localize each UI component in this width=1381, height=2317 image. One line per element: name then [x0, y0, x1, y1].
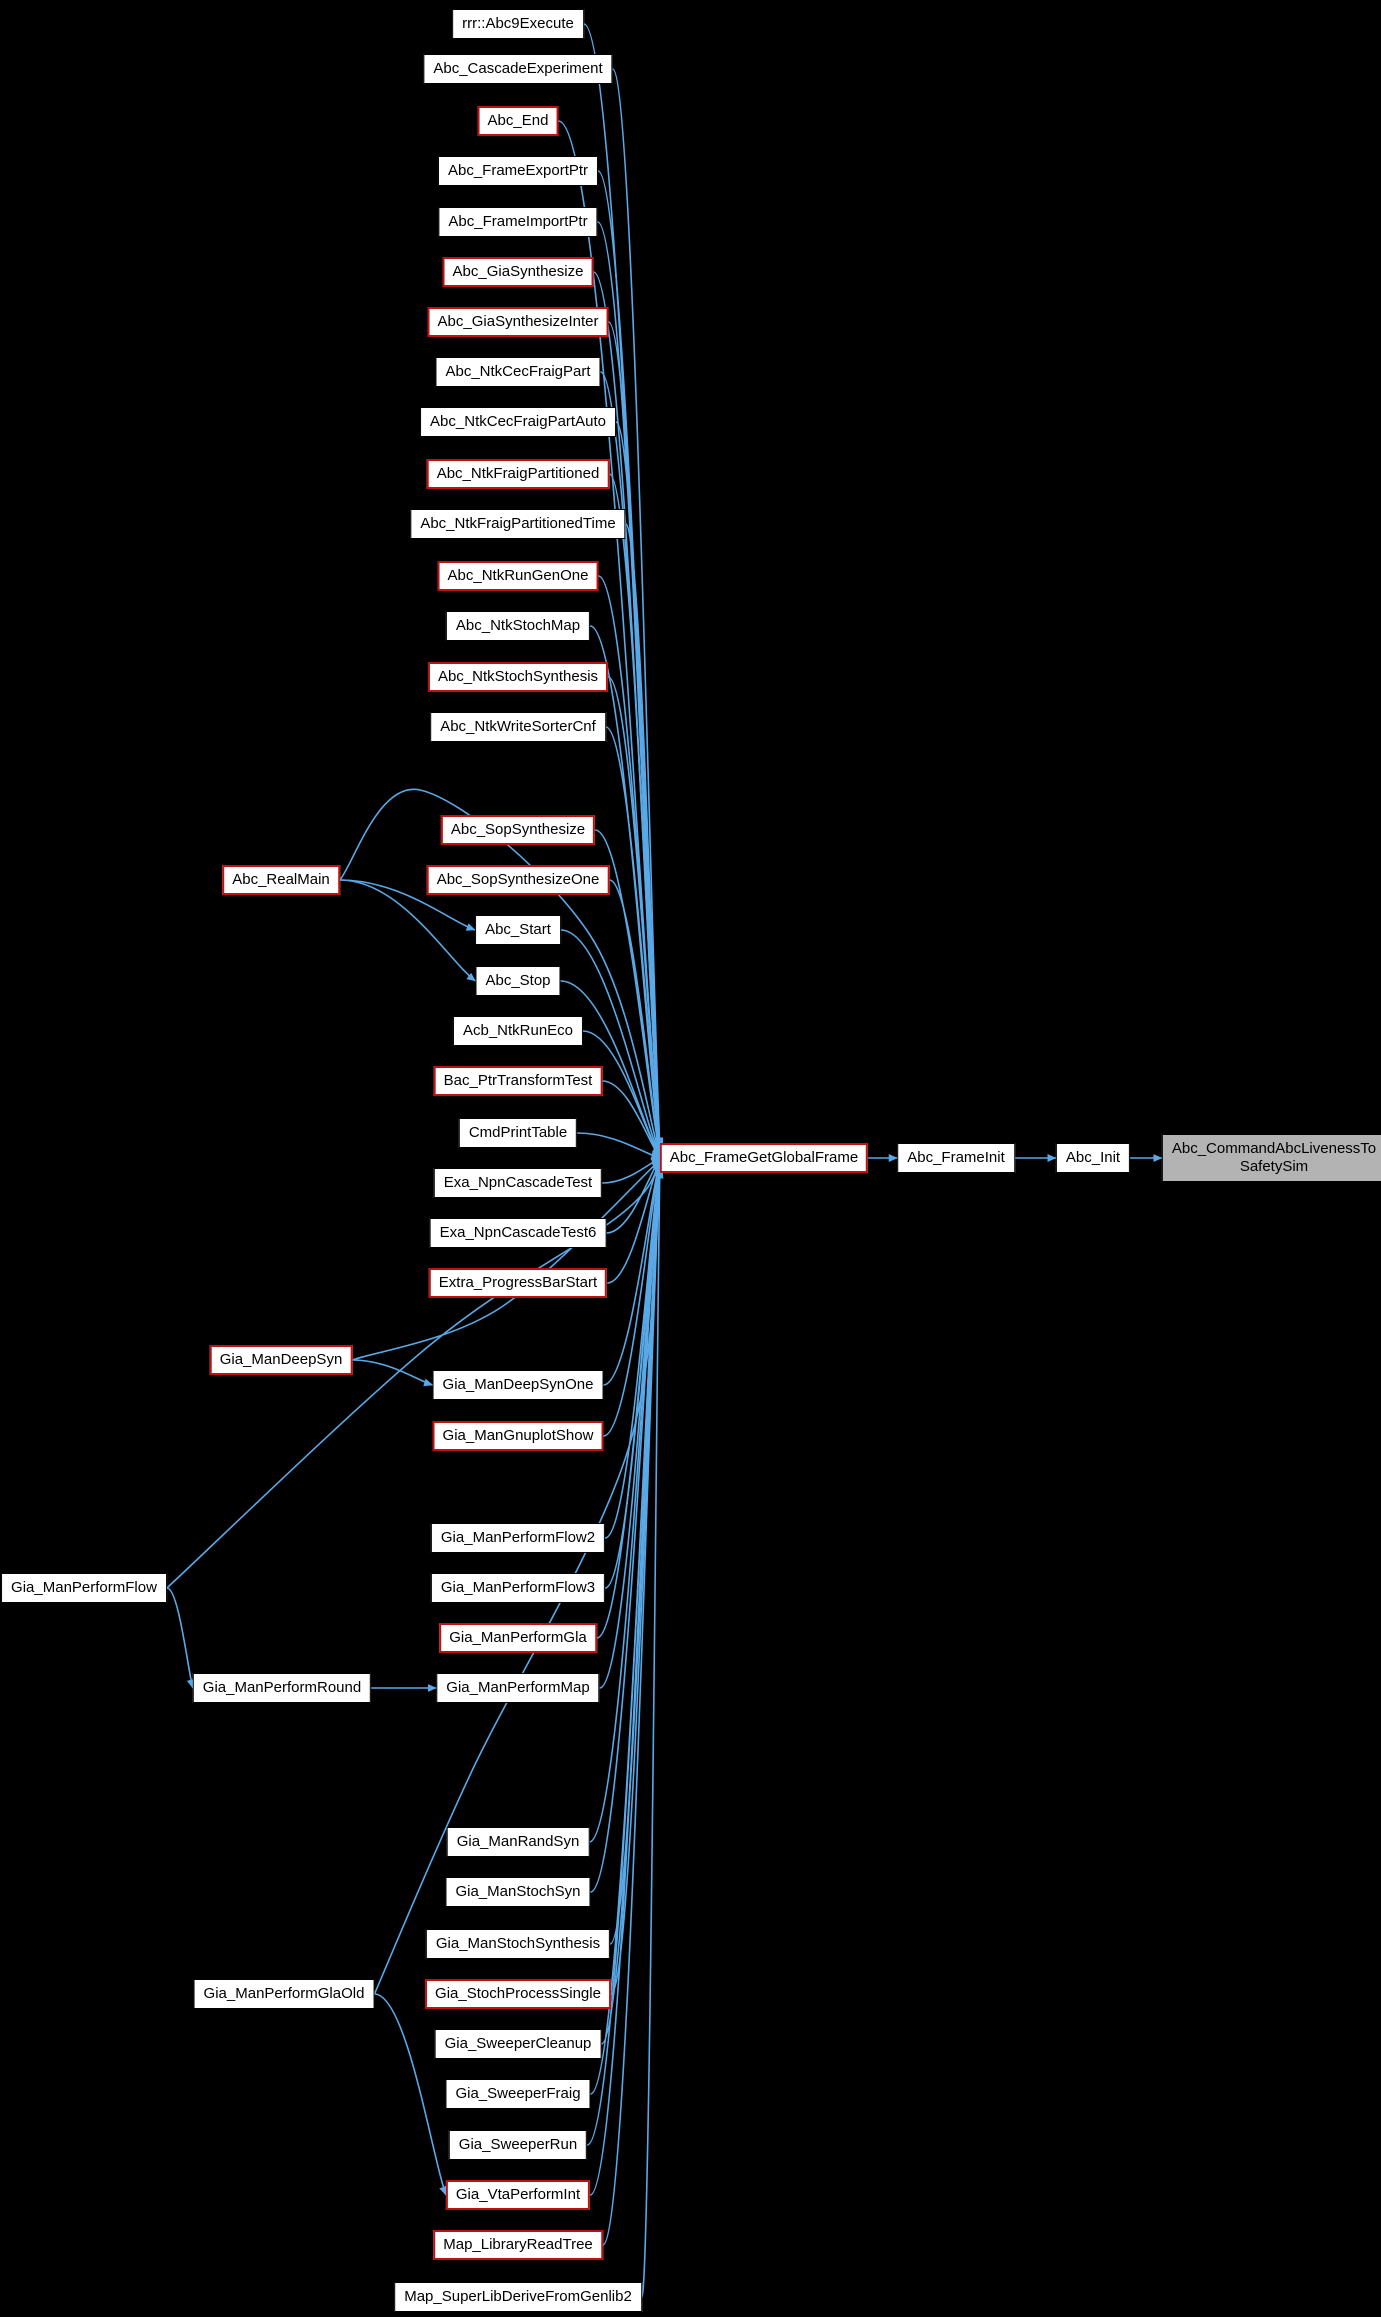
- graph-node-gia-mangnuplotshow[interactable]: Gia_ManGnuplotShow: [432, 1421, 604, 1451]
- graph-node-abc-sopsynthesize[interactable]: Abc_SopSynthesize: [440, 815, 596, 845]
- call-edge-gia-mandeepsynone--abc-framegetglobalframe: [603, 1160, 662, 1386]
- call-edge-gia-manperformglaold--gia-vtaperformint: [374, 1993, 447, 2196]
- graph-node-bac-ptrtransformtest[interactable]: Bac_PtrTransformTest: [433, 1066, 603, 1096]
- graph-node-abc-ntkwritesortercnf[interactable]: Abc_NtkWriteSorterCnf: [430, 712, 606, 742]
- call-edge-abc-start--abc-framegetglobalframe: [560, 929, 661, 1157]
- graph-node-abc-frameimportptr[interactable]: Abc_FrameImportPtr: [438, 207, 598, 237]
- graph-node-gia-mandeepsynone[interactable]: Gia_ManDeepSynOne: [432, 1370, 604, 1400]
- graph-node-extra-progressbarstart[interactable]: Extra_ProgressBarStart: [428, 1268, 608, 1298]
- graph-node-gia-manperformflow3[interactable]: Gia_ManPerformFlow3: [430, 1573, 606, 1603]
- graph-node-gia-sweepercleanup[interactable]: Gia_SweeperCleanup: [434, 2029, 602, 2059]
- call-edge-acb-ntkruneco--abc-framegetglobalframe: [582, 1030, 661, 1158]
- call-edge-exa-npncascadetest--abc-framegetglobalframe: [602, 1157, 661, 1184]
- call-edge-gia-manperformflow--abc-framegetglobalframe: [166, 1162, 661, 1589]
- graph-node-gia-manstochsyn[interactable]: Gia_ManStochSyn: [445, 1877, 591, 1907]
- graph-node-abc-giasynthesizeinter[interactable]: Abc_GiaSynthesizeInter: [427, 307, 609, 337]
- graph-node-gia-stochprocesssingle[interactable]: Gia_StochProcessSingle: [425, 1979, 611, 2009]
- call-edge-gia-manperformglaold--abc-framegetglobalframe: [373, 1166, 663, 1995]
- graph-node-acb-ntkruneco[interactable]: Acb_NtkRunEco: [452, 1016, 584, 1046]
- graph-node-abc-ntkcecfraigpart[interactable]: Abc_NtkCecFraigPart: [435, 357, 601, 387]
- graph-node-abc-start[interactable]: Abc_Start: [475, 915, 561, 945]
- call-edge-gia-manperformflow--gia-manperformround: [166, 1587, 195, 1689]
- graph-node-abc-ntkstochmap[interactable]: Abc_NtkStochMap: [445, 611, 591, 641]
- graph-node-gia-manperformglaold[interactable]: Gia_ManPerformGlaOld: [193, 1979, 375, 2009]
- call-edge-cmdprinttable--abc-framegetglobalframe: [577, 1132, 661, 1160]
- call-edge-abc-realmain--abc-framegetglobalframe: [339, 788, 662, 1156]
- graph-node-abc-ntkfraigpartitioned[interactable]: Abc_NtkFraigPartitioned: [426, 459, 610, 489]
- graph-node-gia-mandeepsyn[interactable]: Gia_ManDeepSyn: [209, 1345, 353, 1375]
- graph-node-abc-ntkcecfraigpartauto[interactable]: Abc_NtkCecFraigPartAuto: [420, 407, 616, 437]
- graph-node-exa-npncascadetest[interactable]: Exa_NpnCascadeTest: [433, 1168, 603, 1198]
- graph-node-abc-frameexportptr[interactable]: Abc_FrameExportPtr: [437, 156, 599, 186]
- call-edge-gia-mandeepsyn--abc-framegetglobalframe: [352, 1159, 661, 1361]
- call-edge-abc-cascadeexperiment--abc-framegetglobalframe: [611, 68, 664, 1148]
- call-edge-abc-sopsynthesizeone--abc-framegetglobalframe: [608, 879, 663, 1156]
- call-edge-abc-realmain--abc-stop: [339, 879, 476, 982]
- graph-node-abc-init[interactable]: Abc_Init: [1055, 1143, 1131, 1173]
- graph-node-gia-manperformflow[interactable]: Gia_ManPerformFlow: [1, 1573, 167, 1603]
- call-edge-abc-ntkfraigpartitionedtime--abc-framegetglobalframe: [624, 523, 664, 1152]
- graph-node-map-libraryreadtree[interactable]: Map_LibraryReadTree: [433, 2230, 603, 2260]
- call-edge-gia-manperformgla--abc-framegetglobalframe: [596, 1162, 663, 1639]
- graph-node-abc-framegetglobalframe[interactable]: Abc_FrameGetGlobalFrame: [659, 1143, 869, 1173]
- call-edge-gia-mandeepsyn--gia-mandeepsynone: [352, 1359, 434, 1387]
- call-edge-abc-ntkwritesortercnf--abc-framegetglobalframe: [605, 726, 663, 1155]
- graph-node-abc-sopsynthesizeone[interactable]: Abc_SopSynthesizeOne: [426, 865, 610, 895]
- graph-node-gia-manperformflow2[interactable]: Gia_ManPerformFlow2: [430, 1523, 606, 1553]
- graph-node-abc-end[interactable]: Abc_End: [477, 106, 559, 136]
- graph-node-abc-frameinit[interactable]: Abc_FrameInit: [897, 1143, 1015, 1173]
- graph-node-abc-cascadeexperiment[interactable]: Abc_CascadeExperiment: [423, 54, 613, 84]
- graph-node-gia-manstochsynthesis[interactable]: Gia_ManStochSynthesis: [425, 1929, 611, 1959]
- call-edge-exa-npncascadetest6--abc-framegetglobalframe: [606, 1158, 661, 1234]
- call-edge-abc-ntkfraigpartitioned--abc-framegetglobalframe: [608, 473, 664, 1152]
- graph-node-abc-realmain[interactable]: Abc_RealMain: [222, 865, 340, 895]
- call-edge-map-superlibderivefromgenlib2--abc-framegetglobalframe: [641, 1169, 664, 2298]
- call-edge-gia-mangnuplotshow--abc-framegetglobalframe: [603, 1160, 663, 1437]
- call-edge-gia-manstochsyn--abc-framegetglobalframe: [590, 1164, 663, 1893]
- graph-node-abc-ntkstochsynthesis[interactable]: Abc_NtkStochSynthesis: [427, 662, 609, 692]
- graph-node-gia-vtaperformint[interactable]: Gia_VtaPerformInt: [445, 2180, 591, 2210]
- graph-node-gia-sweeperrun[interactable]: Gia_SweeperRun: [448, 2130, 588, 2160]
- graph-node-abc-ntkrungenone[interactable]: Abc_NtkRunGenOne: [437, 561, 599, 591]
- graph-node-abc-commandabclivenesstosafetysim: Abc_CommandAbcLivenessTo SafetySim: [1161, 1134, 1381, 1182]
- graph-node-abc-giasynthesize[interactable]: Abc_GiaSynthesize: [442, 257, 594, 287]
- graph-node-gia-manperformgla[interactable]: Gia_ManPerformGla: [439, 1623, 597, 1653]
- graph-node-cmdprinttable[interactable]: CmdPrintTable: [458, 1118, 578, 1148]
- graph-node-gia-manrandsyn[interactable]: Gia_ManRandSyn: [446, 1827, 590, 1857]
- graph-node-gia-sweeperfraig[interactable]: Gia_SweeperFraig: [445, 2079, 591, 2109]
- call-edge-map-libraryreadtree--abc-framegetglobalframe: [602, 1168, 664, 2246]
- graph-node-abc-stop[interactable]: Abc_Stop: [475, 966, 561, 996]
- graph-node-gia-manperformmap[interactable]: Gia_ManPerformMap: [436, 1673, 600, 1703]
- graph-node-map-superlibderivefromgenlib2[interactable]: Map_SuperLibDeriveFromGenlib2: [394, 2282, 642, 2312]
- call-edge-abc-realmain--abc-start: [339, 879, 476, 931]
- graph-node-gia-manperformround[interactable]: Gia_ManPerformRound: [192, 1673, 372, 1703]
- graph-node-abc-ntkfraigpartitionedtime[interactable]: Abc_NtkFraigPartitionedTime: [410, 509, 626, 539]
- graph-node-exa-npncascadetest6[interactable]: Exa_NpnCascadeTest6: [429, 1218, 607, 1248]
- graph-node-rrr-abc9execute[interactable]: rrr::Abc9Execute: [452, 9, 584, 39]
